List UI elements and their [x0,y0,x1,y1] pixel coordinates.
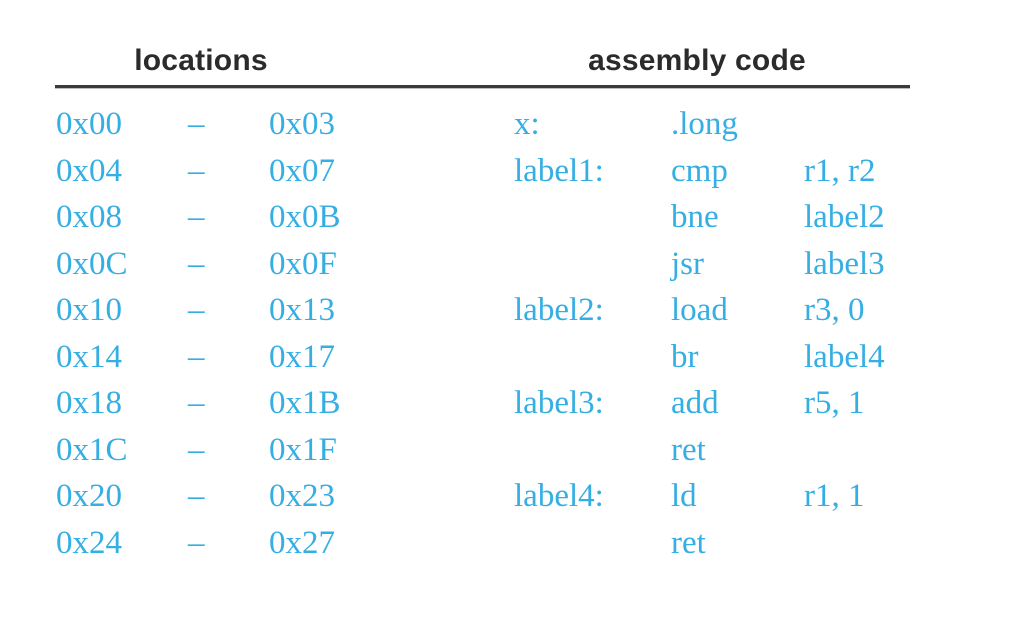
cell-mnemonic: cmp [671,152,728,189]
table-row: 0x04 – 0x07 label1: cmp r1, r2 [0,151,1024,198]
table-body: 0x00 – 0x03 x: .long 0x04 – 0x07 label1: cmp r1, r… [0,104,1024,569]
cell-address-end: 0x23 [269,478,335,514]
cell-mnemonic: br [671,338,699,375]
cell-operands: r1, 1 [804,478,865,514]
cell-address-start: 0x14 [56,338,122,375]
table-row: 0x18 – 0x1B label3: add r5, 1 [0,383,1024,430]
cell-address-end: 0x17 [269,338,335,375]
cell-address-end: 0x0B [269,199,341,235]
cell-label: label4: [514,478,604,514]
cell-address-end: 0x03 [269,106,335,142]
table-row: 0x00 – 0x03 x: .long [0,104,1024,151]
table-row: 0x1C – 0x1F ret [0,430,1024,477]
cell-address-start: 0x20 [56,478,122,514]
cell-address-start: 0x10 [56,292,122,328]
table-row: 0x0C – 0x0F jsr label3 [0,244,1024,291]
cell-operands: r3, 0 [804,292,865,328]
cell-range-separator: – [188,338,205,375]
cell-address-start: 0x1C [56,431,128,468]
table-row: 0x14 – 0x17 br label4 [0,337,1024,384]
cell-address-end: 0x07 [269,152,335,189]
cell-range-separator: – [188,199,205,235]
cell-mnemonic: ld [671,478,697,514]
cell-range-separator: – [188,152,205,189]
cell-address-start: 0x00 [56,106,122,142]
cell-address-start: 0x08 [56,199,122,235]
cell-operands: label2 [804,199,885,235]
cell-range-separator: – [188,292,205,328]
cell-address-start: 0x24 [56,524,122,561]
cell-mnemonic: load [671,292,728,328]
cell-mnemonic: jsr [671,245,704,282]
cell-label: x: [514,106,540,142]
cell-address-end: 0x27 [269,524,335,561]
cell-operands: label4 [804,338,885,375]
column-header-assembly-code: assembly code [588,44,806,77]
cell-address-end: 0x1F [269,431,337,468]
cell-operands: r1, r2 [804,152,876,189]
cell-range-separator: – [188,385,205,421]
cell-address-end: 0x1B [269,385,341,421]
cell-mnemonic: ret [671,431,706,468]
cell-address-end: 0x13 [269,292,335,328]
cell-address-end: 0x0F [269,245,337,282]
cell-mnemonic: bne [671,199,719,235]
cell-address-start: 0x0C [56,245,128,282]
cell-label: label3: [514,385,604,421]
cell-range-separator: – [188,431,205,468]
cell-address-start: 0x04 [56,152,122,189]
table-row: 0x08 – 0x0B bne label2 [0,197,1024,244]
cell-mnemonic: ret [671,524,706,561]
cell-mnemonic: .long [671,106,738,142]
header-divider-rule [55,85,910,89]
cell-range-separator: – [188,245,205,282]
cell-label: label1: [514,152,604,189]
table-row: 0x10 – 0x13 label2: load r3, 0 [0,290,1024,337]
column-header-locations: locations [134,44,268,77]
cell-label: label2: [514,292,604,328]
cell-range-separator: – [188,478,205,514]
table-row: 0x24 – 0x27 ret [0,523,1024,570]
cell-range-separator: – [188,524,205,561]
cell-operands: label3 [804,245,885,282]
table-row: 0x20 – 0x23 label4: ld r1, 1 [0,476,1024,523]
cell-address-start: 0x18 [56,385,122,421]
cell-operands: r5, 1 [804,385,865,421]
cell-range-separator: – [188,106,205,142]
cell-mnemonic: add [671,385,719,421]
